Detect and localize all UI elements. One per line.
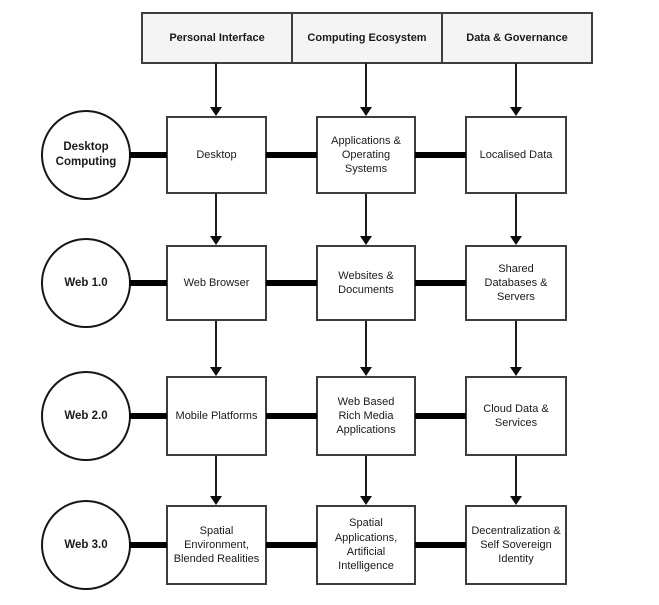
arrow-col2-row3-to-row4 xyxy=(360,456,372,505)
node-label: Desktop xyxy=(196,148,237,161)
column-header-label: Personal Interface xyxy=(169,32,265,44)
node-shared-databases-servers: Shared Databases & Servers xyxy=(465,245,567,321)
connector-row3-circle-to-col1 xyxy=(129,413,167,419)
connector-row4-col2-to-col3 xyxy=(415,542,466,548)
column-header-row: Personal Interface Computing Ecosystem D… xyxy=(141,12,593,64)
arrow-shaft xyxy=(515,321,517,368)
arrow-col2-header-to-row1 xyxy=(360,63,372,116)
era-label: Web 1.0 xyxy=(64,276,108,289)
arrow-head-icon xyxy=(360,107,372,116)
arrow-head-icon xyxy=(210,107,222,116)
column-header-label: Computing Ecosystem xyxy=(307,32,427,44)
arrow-head-icon xyxy=(360,236,372,245)
arrow-head-icon xyxy=(510,236,522,245)
arrow-shaft xyxy=(365,194,367,237)
node-web-browser: Web Browser xyxy=(166,245,267,321)
column-header-personal-interface: Personal Interface xyxy=(141,12,293,64)
node-label: Localised Data xyxy=(479,148,553,161)
node-decentralization-self-sovereign-identity: Decentralization & Self Sovereign Identi… xyxy=(465,505,567,585)
arrow-shaft xyxy=(365,456,367,497)
arrow-col1-row1-to-row2 xyxy=(210,194,222,245)
era-label: Web 2.0 xyxy=(64,409,108,422)
arrow-shaft xyxy=(215,456,217,497)
arrow-col3-row3-to-row4 xyxy=(510,456,522,505)
node-label: Web Browser xyxy=(183,276,250,289)
arrow-head-icon xyxy=(510,496,522,505)
arrow-shaft xyxy=(365,63,367,108)
arrow-head-icon xyxy=(210,236,222,245)
era-circle-web-2-0: Web 2.0 xyxy=(41,371,131,461)
node-label: Websites & Documents xyxy=(338,269,394,296)
node-websites-documents: Websites & Documents xyxy=(316,245,416,321)
connector-row4-col1-to-col2 xyxy=(266,542,317,548)
column-header-data-governance: Data & Governance xyxy=(443,12,593,64)
arrow-col1-row3-to-row4 xyxy=(210,456,222,505)
arrow-col1-row2-to-row3 xyxy=(210,321,222,376)
node-label: Cloud Data & Services xyxy=(483,402,549,429)
arrow-shaft xyxy=(515,63,517,108)
node-cloud-data-services: Cloud Data & Services xyxy=(465,376,567,456)
node-desktop: Desktop xyxy=(166,116,267,194)
node-web-based-rich-media-applications: Web Based Rich Media Applications xyxy=(316,376,416,456)
arrow-head-icon xyxy=(360,367,372,376)
arrow-shaft xyxy=(215,194,217,237)
node-label: Web Based Rich Media Applications xyxy=(336,395,396,437)
arrow-head-icon xyxy=(510,367,522,376)
connector-row4-circle-to-col1 xyxy=(129,542,167,548)
arrow-head-icon xyxy=(210,496,222,505)
connector-row1-col2-to-col3 xyxy=(415,152,466,158)
arrow-shaft xyxy=(515,194,517,237)
column-header-computing-ecosystem: Computing Ecosystem xyxy=(293,12,443,64)
arrow-col3-row1-to-row2 xyxy=(510,194,522,245)
era-circle-web-3-0: Web 3.0 xyxy=(41,500,131,590)
node-label: Spatial Environment, Blended Realities xyxy=(173,524,260,566)
connector-row2-col1-to-col2 xyxy=(266,280,317,286)
connector-row1-circle-to-col1 xyxy=(129,152,167,158)
node-label: Applications & Operating Systems xyxy=(331,134,401,176)
connector-row1-col1-to-col2 xyxy=(266,152,317,158)
node-label: Shared Databases & Servers xyxy=(484,262,548,304)
arrow-head-icon xyxy=(210,367,222,376)
node-label: Spatial Applications, Artificial Intelli… xyxy=(334,517,398,573)
arrow-shaft xyxy=(365,321,367,368)
connector-row2-circle-to-col1 xyxy=(129,280,167,286)
column-header-label: Data & Governance xyxy=(466,32,568,44)
connector-row3-col1-to-col2 xyxy=(266,413,317,419)
connector-row2-col2-to-col3 xyxy=(415,280,466,286)
node-spatial-applications-artificial-intelligence: Spatial Applications, Artificial Intelli… xyxy=(316,505,416,585)
era-label: Web 3.0 xyxy=(64,538,108,551)
arrow-shaft xyxy=(215,321,217,368)
node-localised-data: Localised Data xyxy=(465,116,567,194)
arrow-col2-row1-to-row2 xyxy=(360,194,372,245)
arrow-shaft xyxy=(215,63,217,108)
node-applications-operating-systems: Applications & Operating Systems xyxy=(316,116,416,194)
era-circle-web-1-0: Web 1.0 xyxy=(41,238,131,328)
node-spatial-environment-blended-realities: Spatial Environment, Blended Realities xyxy=(166,505,267,585)
arrow-shaft xyxy=(515,456,517,497)
arrow-head-icon xyxy=(510,107,522,116)
arrow-col2-row2-to-row3 xyxy=(360,321,372,376)
era-circle-desktop-computing: Desktop Computing xyxy=(41,110,131,200)
connector-row3-col2-to-col3 xyxy=(415,413,466,419)
node-mobile-platforms: Mobile Platforms xyxy=(166,376,267,456)
arrow-col3-row2-to-row3 xyxy=(510,321,522,376)
era-label: Desktop Computing xyxy=(55,141,117,168)
node-label: Decentralization & Self Sovereign Identi… xyxy=(471,524,561,566)
arrow-col1-header-to-row1 xyxy=(210,63,222,116)
arrow-col3-header-to-row1 xyxy=(510,63,522,116)
arrow-head-icon xyxy=(360,496,372,505)
node-label: Mobile Platforms xyxy=(175,409,258,422)
